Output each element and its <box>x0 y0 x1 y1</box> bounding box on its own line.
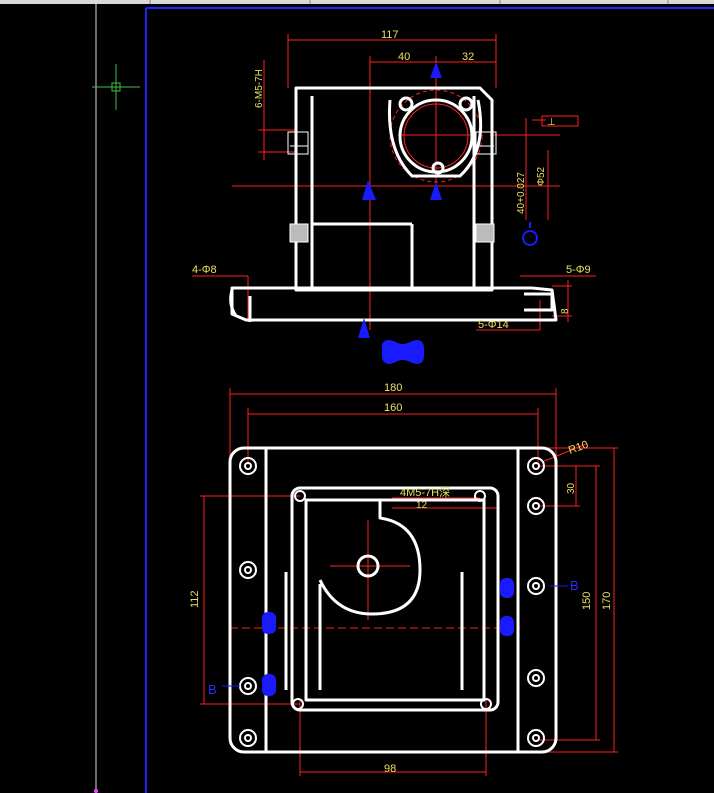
dim-top-pitch: 30 <box>566 482 577 494</box>
dim-top-inner: 160 <box>384 402 402 414</box>
dim-bore-left: 40 <box>398 51 410 63</box>
section-mark-right: B <box>570 578 579 593</box>
topbar-ticks-group <box>149 0 669 4</box>
origin-marker-icon <box>94 789 98 793</box>
dim-top-150: 150 <box>581 592 593 610</box>
dim-counterbore: 5-Φ14 <box>478 319 509 331</box>
dim-front-thread: 6-M5-7H <box>254 69 265 108</box>
dim-front-dia: Φ52 <box>536 166 547 186</box>
dim-front-depth: 8 <box>560 308 571 314</box>
crosshair-cursor-icon <box>92 64 140 110</box>
dim-top-98: 98 <box>384 763 396 775</box>
dim-bore-right: 32 <box>462 51 474 63</box>
dim-top-thread-depth: 12 <box>416 500 428 511</box>
title-strip <box>0 0 714 4</box>
dim-top-outer: 180 <box>384 382 402 394</box>
dim-top-radius: R10 <box>567 439 590 457</box>
dim-holes-right: 5-Φ9 <box>566 264 591 276</box>
front-view: ⊥ 117 40 32 6-M5-7H 40+0.027 Φ52 4-Φ8 5-… <box>192 29 596 364</box>
dim-bore-fit: 40+0.027 <box>516 172 527 214</box>
dim-holes-left: 4-Φ8 <box>192 264 217 276</box>
dim-top-112: 112 <box>189 590 201 608</box>
dim-top-thread: 4M5-7H深 <box>400 486 450 499</box>
top-view: 180 160 R10 4M5-7H深 12 30 150 170 112 98… <box>189 382 618 776</box>
dim-top-170: 170 <box>601 592 613 610</box>
section-mark-left: B <box>208 682 217 697</box>
tolerance-symbol: ⊥ <box>547 117 556 128</box>
dim-front-width: 117 <box>381 29 399 41</box>
tolerance-frame <box>541 115 579 127</box>
